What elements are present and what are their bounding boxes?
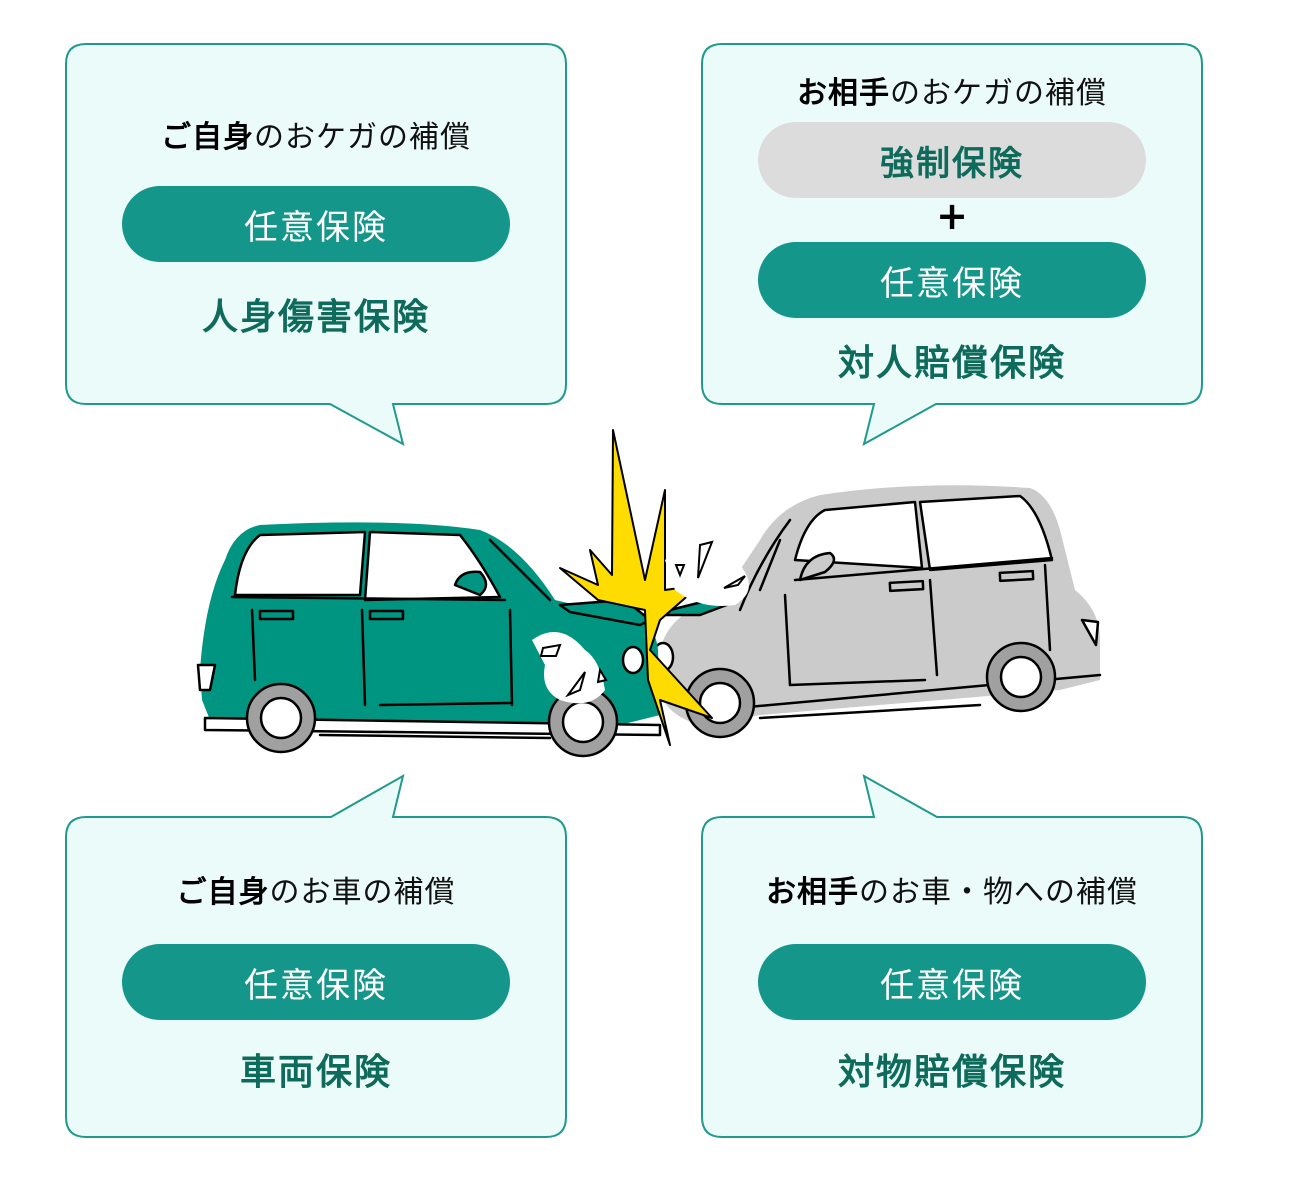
title-emphasis: お相手 bbox=[766, 875, 859, 910]
title-rest: のお車・物への補償 bbox=[859, 875, 1138, 910]
pill-label: 任意保険 bbox=[244, 207, 388, 248]
coverage-name: 対人賠償保険 bbox=[837, 343, 1066, 384]
bubble-title: ご自身のお車の補償 bbox=[66, 867, 566, 911]
bubble-own-injury: ご自身のおケガの補償 任意保険 人身傷害保険 bbox=[66, 44, 566, 404]
bubble-other-car-property: お相手のお車・物への補償 任意保険 対物賠償保険 bbox=[702, 817, 1202, 1137]
title-rest: のお車の補償 bbox=[269, 875, 456, 910]
gray-car-icon bbox=[651, 485, 1102, 739]
title-emphasis: ご自身 bbox=[176, 875, 270, 910]
bubble-own-car: ご自身のお車の補償 任意保険 車両保険 bbox=[66, 817, 566, 1137]
pill-label: 任意保険 bbox=[880, 965, 1024, 1006]
pill-label: 強制保険 bbox=[880, 143, 1024, 184]
pill-label: 任意保険 bbox=[880, 263, 1024, 304]
title-emphasis: お相手 bbox=[797, 76, 890, 111]
bubble-title: お相手のおケガの補償 bbox=[702, 68, 1202, 112]
title-rest: のおケガの補償 bbox=[890, 76, 1107, 111]
pill-label: 任意保険 bbox=[244, 965, 388, 1006]
optional-insurance-pill: 任意保険 bbox=[758, 944, 1146, 1020]
coverage-name: 車両保険 bbox=[239, 1052, 392, 1093]
title-emphasis: ご自身 bbox=[161, 120, 254, 155]
impact-burst-icon bbox=[559, 429, 713, 746]
mandatory-insurance-pill: 強制保険 bbox=[758, 122, 1146, 198]
title-rest: のおケガの補償 bbox=[254, 120, 471, 155]
plus-sign: + bbox=[936, 194, 968, 238]
bubble-title: ご自身のおケガの補償 bbox=[66, 112, 566, 156]
optional-insurance-pill: 任意保険 bbox=[758, 242, 1146, 318]
optional-insurance-pill: 任意保険 bbox=[122, 186, 510, 262]
optional-insurance-pill: 任意保険 bbox=[122, 944, 510, 1020]
bubble-title: お相手のお車・物への補償 bbox=[702, 867, 1202, 911]
coverage-name: 人身傷害保険 bbox=[201, 297, 430, 338]
coverage-name: 対物賠償保険 bbox=[837, 1052, 1066, 1093]
bubble-other-injury: お相手のおケガの補償 強制保険 + 任意保険 対人賠償保険 bbox=[702, 44, 1202, 404]
debris-icon bbox=[532, 540, 749, 704]
